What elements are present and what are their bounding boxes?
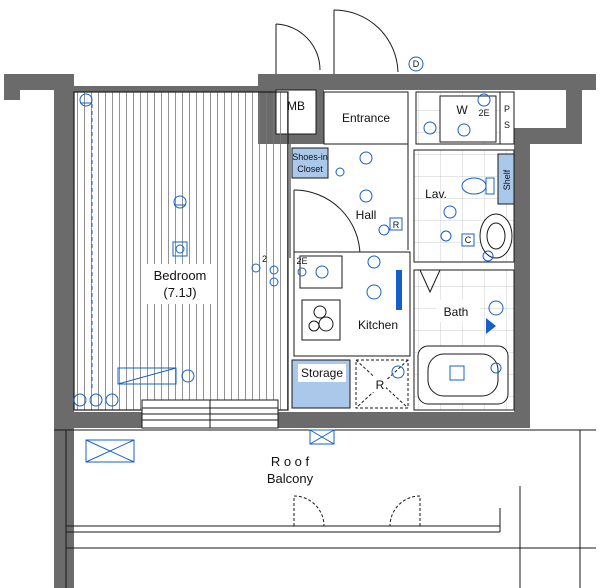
balcony-partition-doors bbox=[293, 495, 421, 527]
ac-unit-icon bbox=[117, 367, 177, 385]
shoes-closet-label-2: Closet bbox=[297, 164, 323, 174]
hall-label: Hall bbox=[356, 208, 377, 222]
bedroom-label-box bbox=[146, 264, 214, 304]
lavatory-label: Lav. bbox=[425, 187, 447, 201]
bedroom-outlet-label: 2 bbox=[262, 254, 267, 264]
bath-label: Bath bbox=[444, 305, 469, 319]
entrance-label: Entrance bbox=[342, 111, 390, 125]
wash-basin-icon bbox=[479, 213, 513, 259]
ps-label-s: S bbox=[504, 120, 510, 130]
door-bell-label: D bbox=[413, 59, 420, 69]
ceiling-light-icon bbox=[173, 195, 187, 209]
toilet-icon bbox=[461, 177, 495, 195]
washer-label: W bbox=[456, 103, 468, 117]
ref-outlet-label: R bbox=[393, 220, 400, 230]
balcony-vents bbox=[85, 429, 335, 463]
bedroom-window bbox=[141, 399, 279, 429]
bedroom-fixtures bbox=[73, 93, 279, 407]
stove-icon bbox=[301, 299, 341, 341]
ps-label-p: P bbox=[504, 104, 510, 114]
hall-fixtures bbox=[335, 151, 403, 236]
shoes-closet bbox=[291, 147, 329, 179]
hall-walls bbox=[289, 144, 409, 258]
balcony-label: Balcony bbox=[267, 471, 314, 486]
bedroom-size-label: (7.1J) bbox=[163, 285, 196, 300]
bathtub-icon bbox=[417, 345, 509, 405]
storage-label: Storage bbox=[301, 366, 343, 380]
light-icon bbox=[79, 93, 93, 107]
sink-icon bbox=[299, 255, 343, 289]
shelf-box bbox=[497, 153, 515, 205]
ps-shaft bbox=[499, 91, 515, 145]
shelf-label: Shelf bbox=[502, 169, 512, 190]
roof-label: R o o f bbox=[271, 454, 310, 469]
mb-label: MB bbox=[287, 99, 305, 113]
door-bell-icon bbox=[408, 56, 424, 72]
entrance-doors bbox=[275, 9, 399, 74]
exterior-walls bbox=[4, 74, 596, 588]
refrigerator-label: R bbox=[376, 378, 385, 392]
balcony bbox=[54, 429, 596, 588]
kitchen-label: Kitchen bbox=[358, 318, 398, 332]
drain-icon bbox=[457, 123, 471, 137]
kitchen-outlet-label: 2E bbox=[296, 256, 307, 266]
counter-label: C bbox=[465, 235, 472, 245]
washer-outlet-label: 2E bbox=[478, 108, 489, 118]
outlet-icon bbox=[172, 241, 188, 257]
bedroom-floor bbox=[74, 92, 288, 410]
shoes-closet-label-1: Shoes-in bbox=[292, 152, 328, 162]
bedroom-label: Bedroom bbox=[154, 268, 207, 283]
